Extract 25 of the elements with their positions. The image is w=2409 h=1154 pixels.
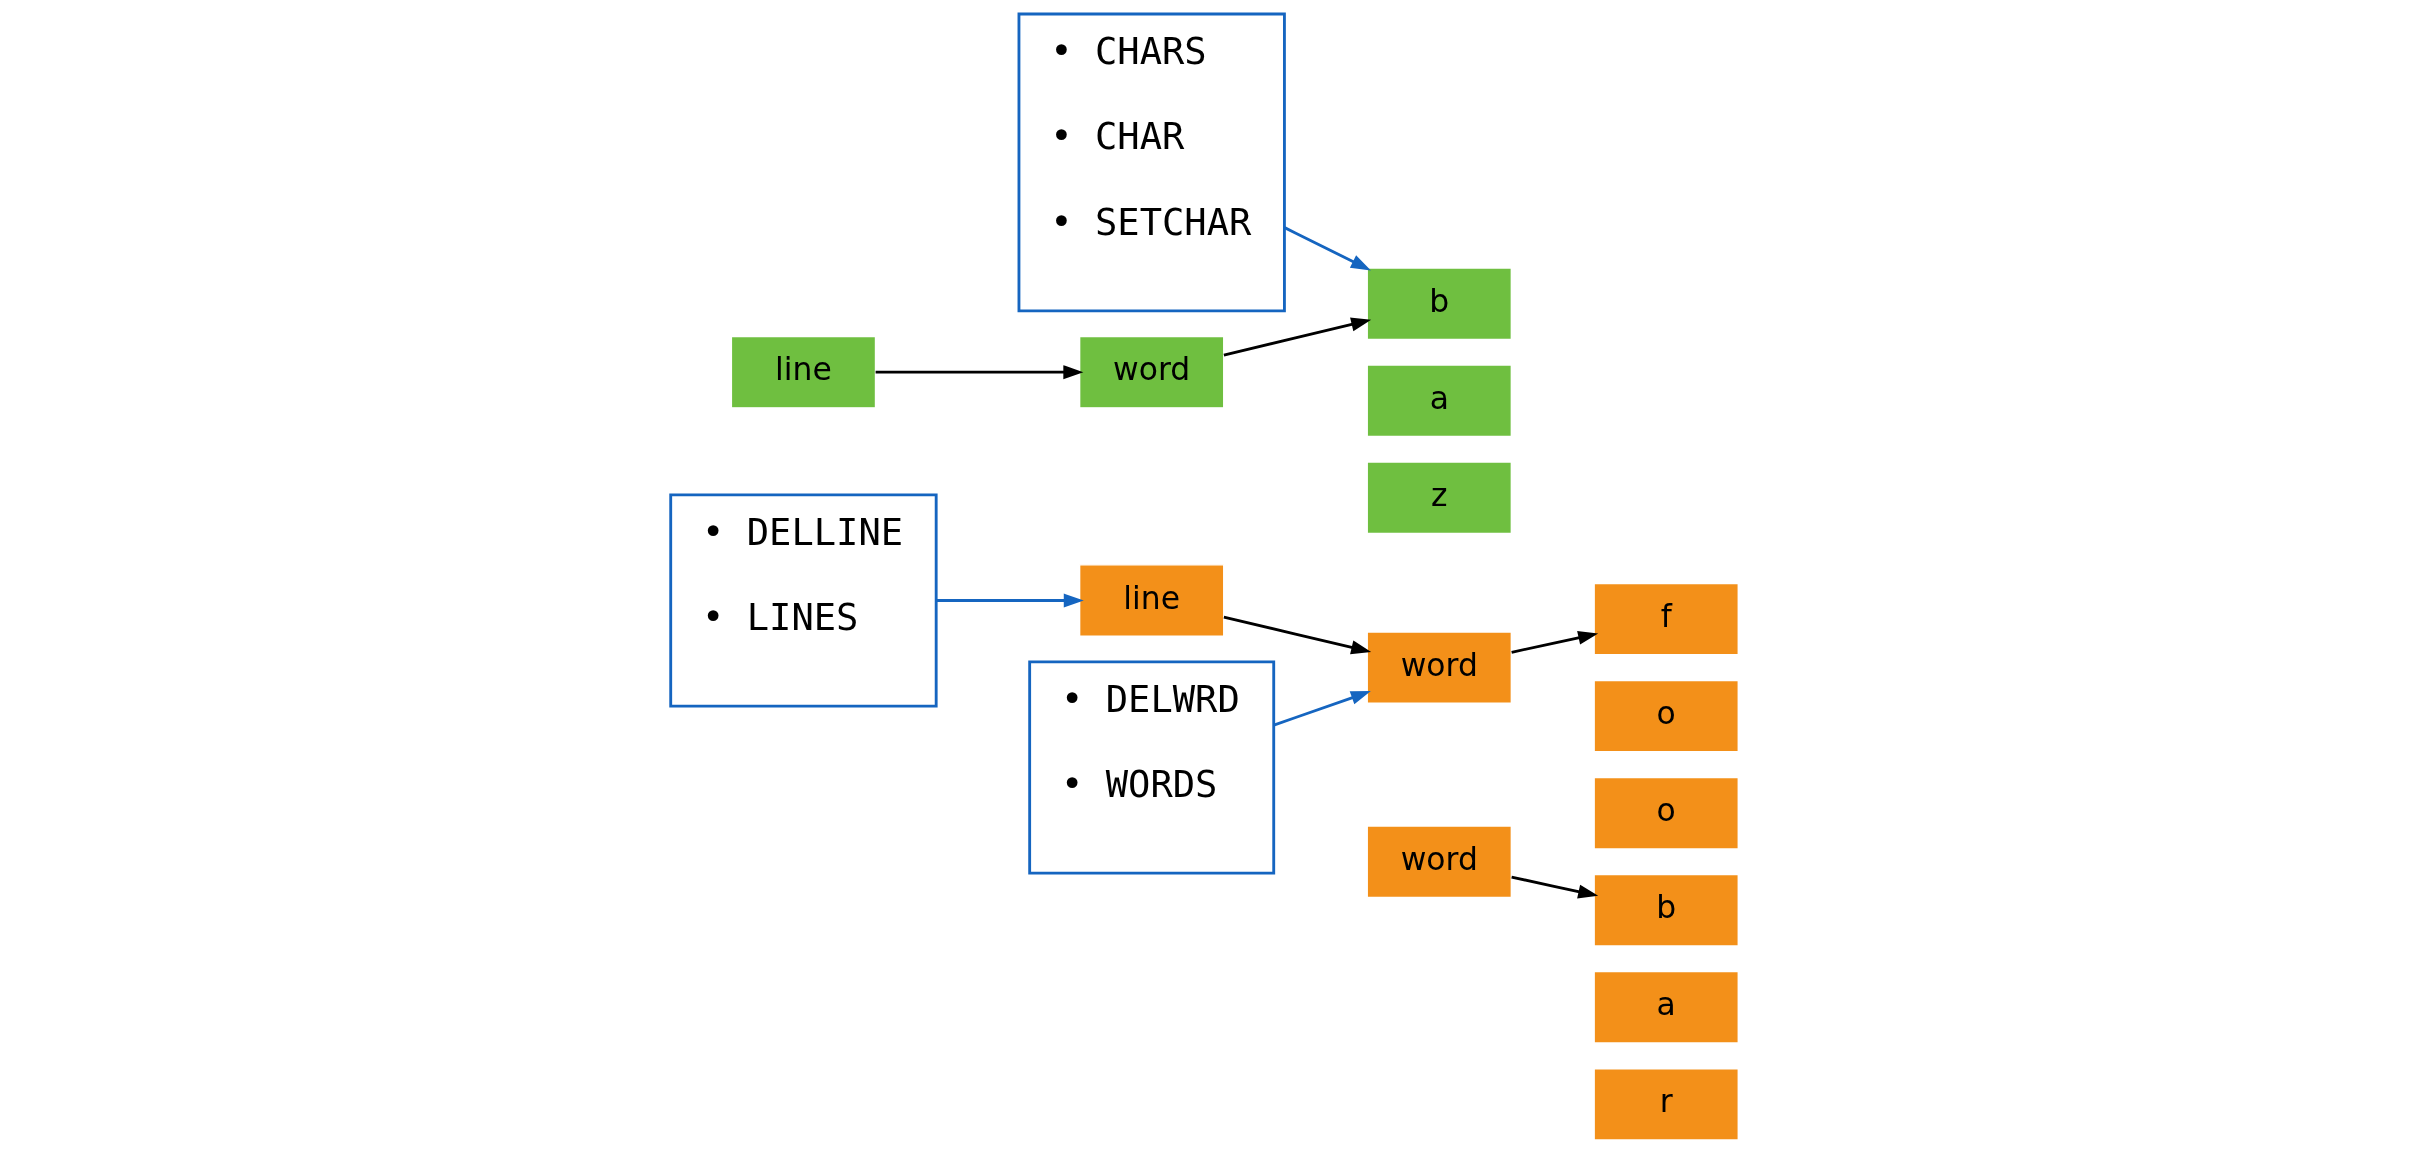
node-box: z <box>1366 461 1513 535</box>
arrow <box>1284 226 1371 271</box>
node-box: word <box>1366 825 1513 899</box>
node-box: o <box>1593 679 1739 753</box>
node-box: b <box>1366 267 1513 341</box>
arrow <box>936 593 1084 608</box>
node-box: line <box>1078 564 1225 637</box>
node-box: • DELWRD • WORDS <box>1028 660 1276 875</box>
node-box: o <box>1593 776 1739 850</box>
node-box: f <box>1593 582 1739 656</box>
node-box: word <box>1366 631 1513 705</box>
arrow <box>1273 691 1371 727</box>
node-box: • CHARS • CHAR • SETCHAR <box>1017 12 1286 313</box>
arrow <box>1511 630 1599 654</box>
node-box: b <box>1593 873 1739 947</box>
node-box: r <box>1593 1067 1739 1141</box>
node-box: a <box>1593 970 1739 1044</box>
node-box: word <box>1078 335 1225 409</box>
node-box: line <box>730 335 877 409</box>
arrow <box>1223 317 1372 357</box>
node-box: • DELLINE • LINES <box>669 493 938 708</box>
arrow <box>1511 875 1599 899</box>
arrow <box>875 365 1084 380</box>
arrow <box>1223 615 1372 655</box>
node-box: a <box>1366 364 1513 438</box>
